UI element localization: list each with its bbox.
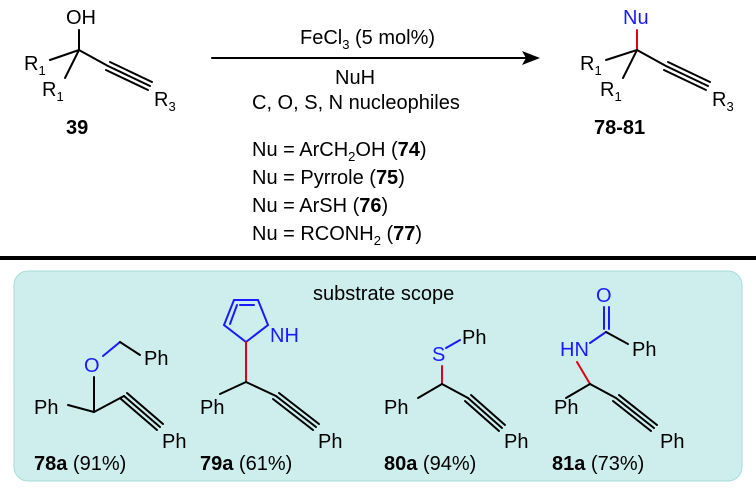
compound-81a: O HN Ph Ph Ph 81a (73%) <box>552 285 684 475</box>
ph-label: Ph <box>554 397 578 419</box>
c-ph-bond <box>565 383 591 399</box>
ph-label: Ph <box>34 397 58 419</box>
reaction-conditions: FeCl3 (5 mol%) NuH C, O, S, N nucleophil… <box>211 27 540 248</box>
alkyne-bond-3 <box>126 392 164 425</box>
o-ch2-bond <box>102 341 121 357</box>
product-78-81: Nu R1 R1 R3 78-81 <box>580 7 734 139</box>
r3-label: R3 <box>712 89 734 114</box>
ph-label: Ph <box>462 327 486 349</box>
alkyne-bond-1 <box>123 395 161 428</box>
alkyne-bond-2 <box>612 400 652 432</box>
alkyne-bond-3 <box>667 61 711 83</box>
s-ph-bond <box>445 339 461 349</box>
c-alkyne-bond <box>78 49 109 67</box>
r1-label: R1 <box>580 53 602 78</box>
compound-label-79a: 79a (61%) <box>200 453 292 475</box>
ph-label: Ph <box>660 431 684 453</box>
c-ph-bond <box>67 404 95 413</box>
scope-title: substrate scope <box>313 283 454 305</box>
alkyne-bond-1 <box>275 395 317 428</box>
c-alkyne-bond <box>589 383 617 399</box>
pyrrole-double-bond-1 <box>229 304 238 325</box>
carbonyl-ph-bond <box>605 331 629 345</box>
scope-panel <box>13 270 743 482</box>
c-ph-bond <box>417 383 443 399</box>
alkyne-bond-1 <box>467 397 503 429</box>
hydroxyl-label: OH <box>66 7 96 29</box>
c-ph-bond <box>219 381 247 395</box>
hn-label: HN <box>560 339 589 361</box>
c-n-bond <box>576 361 591 385</box>
compound-label-80a: 80a (94%) <box>384 453 476 475</box>
alkyne-bond-3 <box>618 394 658 426</box>
alkyne-bond-2 <box>105 69 149 91</box>
nucleophile-76: Nu = ArSH (76) <box>252 195 388 217</box>
nucleophile-77: Nu = RCONH2 (77) <box>252 223 422 248</box>
alkyne-bond-2 <box>120 398 158 431</box>
compound-label-78a: 78a (91%) <box>34 453 126 475</box>
sulfur-label: S <box>432 344 445 366</box>
oxygen-label: O <box>84 355 100 377</box>
c-r1-bond-2 <box>622 49 638 79</box>
alkyne-bond-2 <box>272 398 314 431</box>
r3-label: R3 <box>154 89 176 114</box>
c-alkyne-bond <box>441 383 469 399</box>
ph-label: Ph <box>384 397 408 419</box>
ph-label: Ph <box>162 431 186 453</box>
alkyne-bond-3 <box>470 394 506 426</box>
ch2-ph-bond <box>119 341 141 356</box>
c-alkyne-bond <box>93 395 125 413</box>
c-alkyne-bond <box>245 381 277 397</box>
r1-label-2: R1 <box>42 79 64 104</box>
ph-label: Ph <box>504 431 528 453</box>
nucleophile-74: Nu = ArCH2OH (74) <box>252 139 427 164</box>
c-alkyne-bond <box>636 49 667 67</box>
pyrrole-ring <box>222 299 270 344</box>
nucleophile-75: Nu = Pyrrole (75) <box>252 167 405 189</box>
alkyne-bond-3 <box>109 61 153 83</box>
compound-79a: NH Ph Ph 79a (61%) <box>200 299 342 475</box>
nh-label: NH <box>270 325 299 347</box>
compound-label-81a: 81a (73%) <box>552 453 644 475</box>
alkyne-bond-1 <box>665 65 709 87</box>
compound-label-39: 39 <box>66 117 88 139</box>
arrowhead <box>522 51 540 65</box>
alkyne-bond-3 <box>278 392 320 425</box>
alkyne-bond-2 <box>464 400 500 432</box>
n-carbonyl-bond <box>589 331 607 344</box>
reactant-39: OH R1 R1 R3 39 <box>24 7 176 139</box>
ph-label: Ph <box>200 397 224 419</box>
ph-label: Ph <box>144 348 168 370</box>
carbonyl-oxygen-label: O <box>596 285 612 307</box>
nu-label: Nu <box>623 7 649 29</box>
r1-label-2: R1 <box>600 79 622 104</box>
compound-80a: S Ph Ph Ph 80a (94%) <box>384 327 528 475</box>
r1-label: R1 <box>24 53 46 78</box>
ph-label: Ph <box>632 339 656 361</box>
ph-label: Ph <box>318 431 342 453</box>
reagent-line-1: NuH <box>335 67 375 89</box>
compound-label-78-81: 78-81 <box>594 117 645 139</box>
alkyne-bond-1 <box>107 65 151 87</box>
c-r1-bond <box>49 49 80 61</box>
c-r1-bond-2 <box>64 49 80 79</box>
catalyst-label: FeCl3 (5 mol%) <box>300 27 435 52</box>
c-r1-bond <box>605 49 638 61</box>
alkyne-bond-2 <box>663 69 707 91</box>
alkyne-bond-1 <box>615 397 655 429</box>
reagent-line-2: C, O, S, N nucleophiles <box>252 92 460 114</box>
compound-78a: O Ph Ph Ph 78a (91%) <box>34 341 186 475</box>
